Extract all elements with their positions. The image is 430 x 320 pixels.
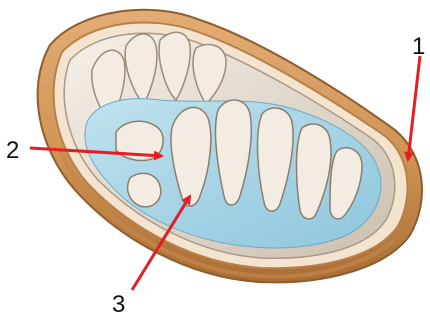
label-cristae: 2 <box>6 137 19 164</box>
label-matrix: 3 <box>112 291 125 318</box>
label-outer-membrane: 1 <box>412 33 425 60</box>
arrow-outer-membrane <box>408 56 420 160</box>
